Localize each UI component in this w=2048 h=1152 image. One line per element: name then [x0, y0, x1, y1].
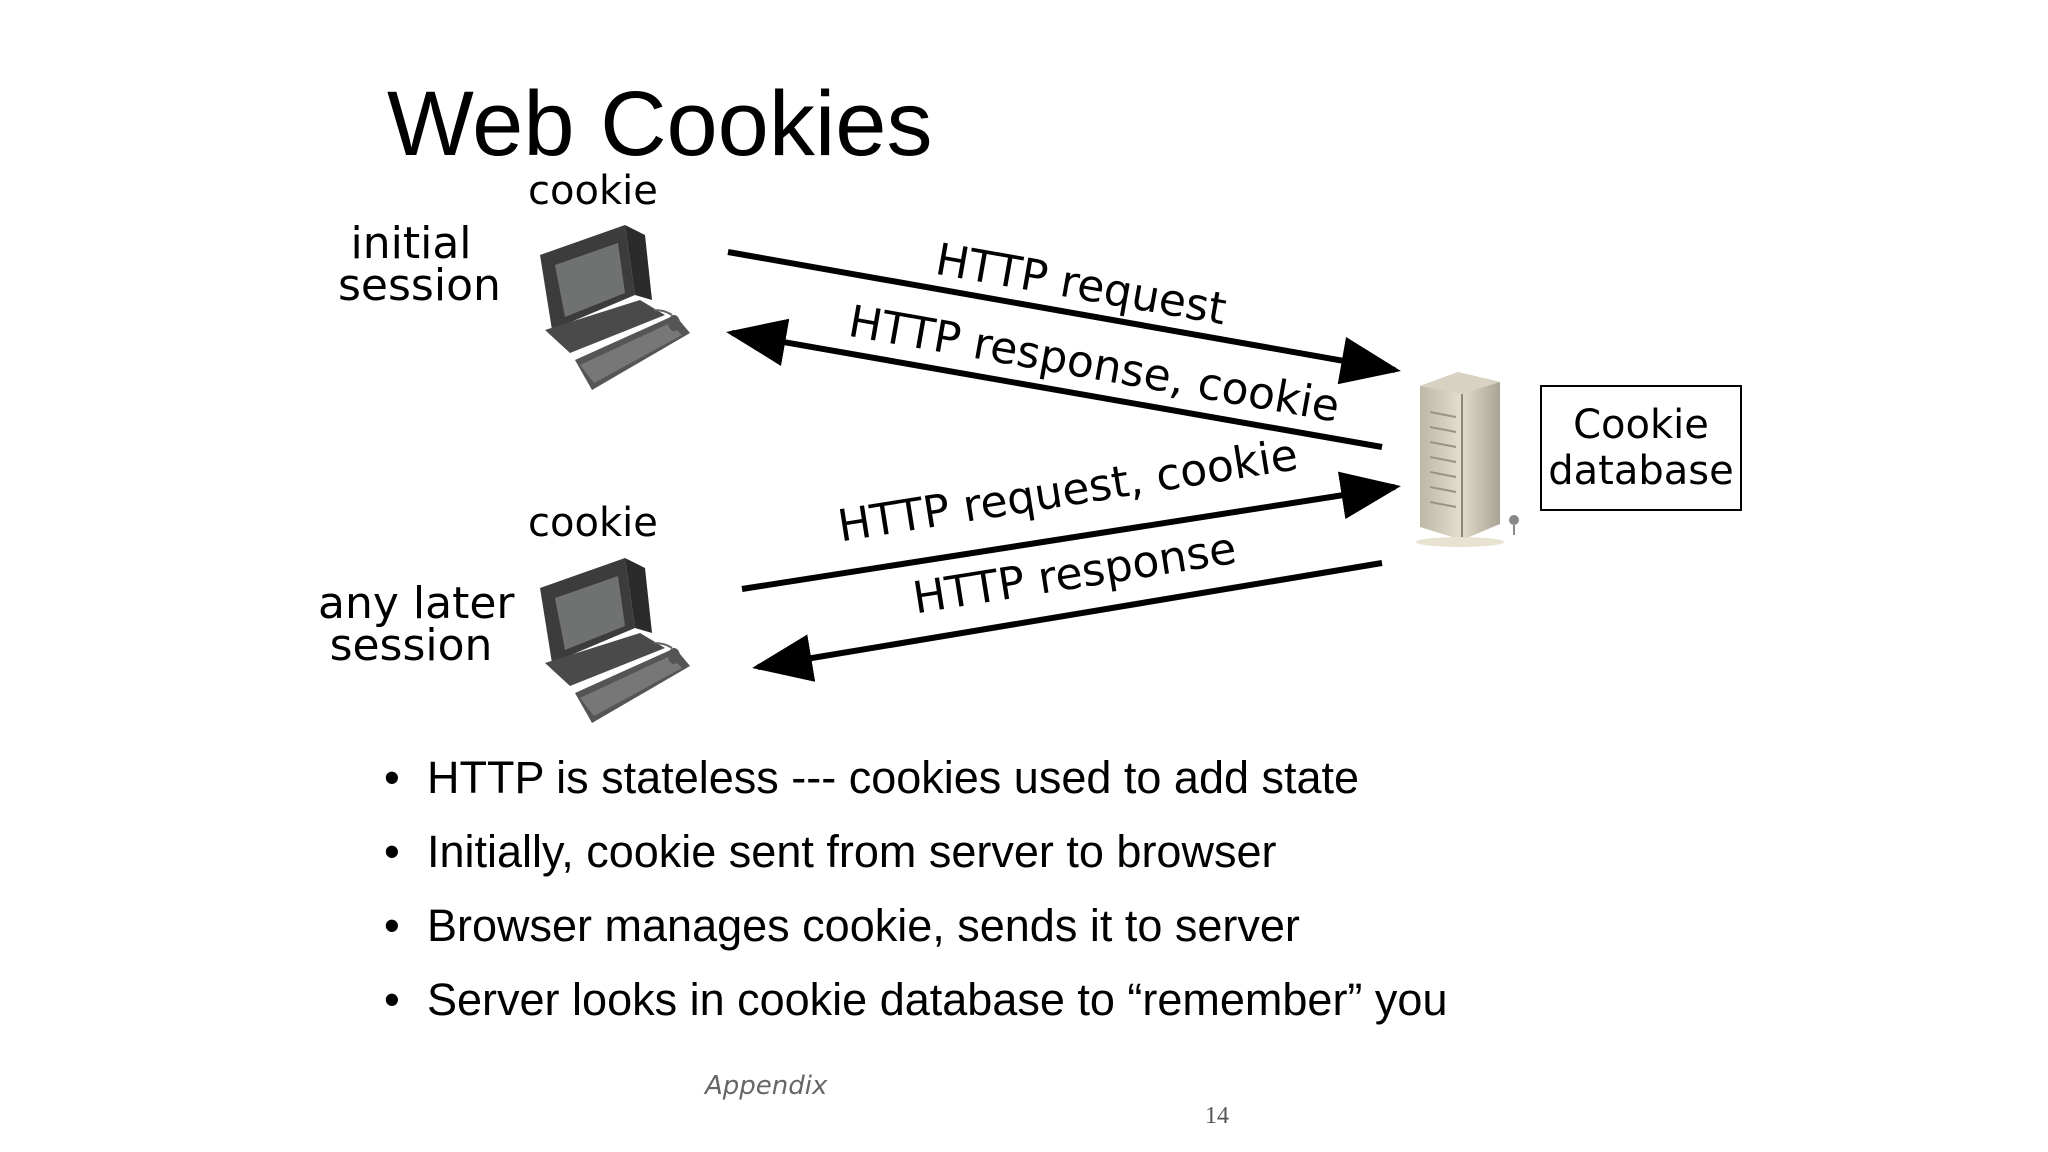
computer-icon	[540, 558, 690, 723]
bullet-item: Server looks in cookie database to “reme…	[384, 972, 1447, 1046]
footer-appendix: Appendix	[705, 1071, 828, 1101]
bullet-item: Initially, cookie sent from server to br…	[384, 824, 1447, 898]
slide-title: Web Cookies	[387, 73, 933, 175]
cookie-label: cookie	[528, 500, 658, 546]
arrow-http-response-cookie	[726, 318, 1383, 450]
arrow-http-request-cookie	[741, 471, 1401, 592]
cookie-database-box: Cookie database	[1540, 385, 1742, 511]
page-number: 14	[1205, 1103, 1229, 1129]
bullet-list: HTTP is stateless --- cookies used to ad…	[384, 750, 1447, 1046]
computer-icon	[540, 225, 690, 390]
bullet-item: HTTP is stateless --- cookies used to ad…	[384, 750, 1447, 824]
initial-session-label: initial session	[338, 218, 501, 311]
arrow-http-request	[727, 249, 1401, 385]
cookie-label: cookie	[528, 168, 658, 214]
bullet-item: Browser manages cookie, sends it to serv…	[384, 898, 1447, 972]
server-icon	[1416, 372, 1519, 547]
arrow-http-response	[752, 560, 1383, 682]
later-session-label: any later session	[318, 578, 515, 671]
